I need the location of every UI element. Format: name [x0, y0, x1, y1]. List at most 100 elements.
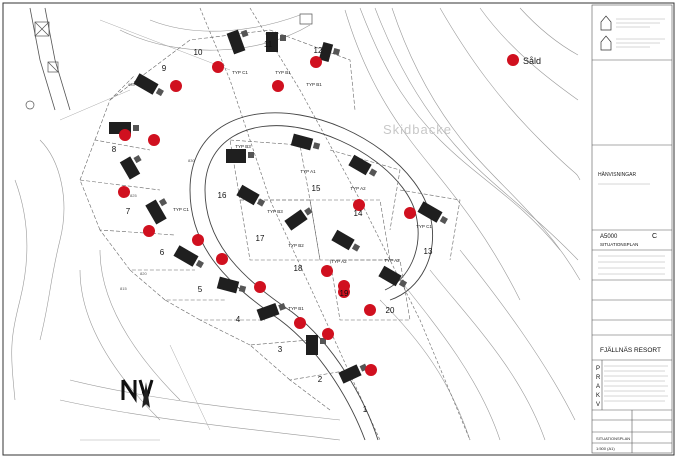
- house-type-label: TYP C1: [416, 224, 432, 229]
- elevation-label: 815: [120, 286, 127, 291]
- revision-letter-a: A: [596, 384, 600, 390]
- plot-number: 19: [340, 289, 349, 298]
- house: [318, 42, 341, 62]
- plot-number: 20: [386, 306, 395, 315]
- sold-markers: [118, 56, 416, 376]
- plot-number: 7: [126, 207, 131, 216]
- project-title: FJÄLLNÄS RESORT: [600, 346, 661, 354]
- house: [236, 184, 266, 207]
- house-type-label: TYP B1: [275, 70, 291, 75]
- sold-marker: [119, 129, 131, 141]
- plot-number: 9: [162, 64, 167, 73]
- house-type-label: TYP A2: [384, 258, 400, 263]
- house-type-labels: TYP C1 TYP B1 TYP B1 TYP C1 TYP B3 TYP A1 TYP …: [173, 70, 432, 311]
- house: [417, 201, 448, 225]
- house: [173, 245, 204, 269]
- plot-number: 16: [218, 191, 227, 200]
- sold-marker: [404, 207, 416, 219]
- plot-number: 12: [314, 46, 323, 55]
- plot-number: 3: [278, 345, 283, 354]
- drawing-title: SITUATIONSPLAN: [600, 242, 638, 247]
- plot-number: 10: [194, 48, 203, 57]
- sold-marker: [353, 199, 365, 211]
- house-type-label: TYP B3: [235, 144, 251, 149]
- plot-number: 6: [160, 248, 165, 257]
- plot-boundaries: [79, 29, 461, 411]
- house: [331, 229, 361, 252]
- title-block: [591, 4, 673, 454]
- sold-marker: [212, 61, 224, 73]
- plot-number: 4: [236, 315, 241, 324]
- house: [284, 207, 313, 231]
- sold-marker: [321, 265, 333, 277]
- revision-letter-k: K: [596, 393, 600, 399]
- house: [216, 276, 247, 294]
- sold-marker: [118, 186, 130, 198]
- house: [338, 363, 368, 384]
- legend-house-icons: [600, 15, 612, 51]
- plot-number: 5: [198, 285, 203, 294]
- legend-sold-marker: [507, 54, 519, 66]
- scale-label: 1:500 (A1): [596, 446, 615, 451]
- house-layer: [109, 29, 448, 384]
- plot-number: 2: [318, 375, 323, 384]
- house-type-label: TYP C1: [173, 207, 189, 212]
- house-type-label: TYP B2: [288, 243, 304, 248]
- elevation-label: 835: [128, 82, 135, 87]
- house: [348, 154, 378, 177]
- contour-lines: [11, 7, 581, 441]
- house-type-label: TYP C1: [232, 70, 248, 75]
- plot-number: 17: [256, 234, 265, 243]
- sold-marker: [364, 304, 376, 316]
- house-type-label: TYP B1: [306, 82, 322, 87]
- house-type-label: TYP A2: [331, 259, 347, 264]
- house: [290, 133, 321, 151]
- elevation-label: 825: [130, 193, 137, 198]
- ski-slope-label: Skidbacke: [383, 122, 452, 137]
- legend-heading: HÄNVISNINGAR: [598, 171, 636, 178]
- house: [378, 265, 408, 288]
- house: [145, 198, 168, 225]
- house: [226, 29, 249, 55]
- plot-number: 14: [354, 209, 363, 218]
- plot-number: 13: [424, 247, 433, 256]
- sold-marker: [272, 80, 284, 92]
- sold-marker: [254, 281, 266, 293]
- sold-marker: [322, 328, 334, 340]
- sold-marker: [192, 234, 204, 246]
- elevation-label: 820: [140, 271, 147, 276]
- plot-number: 18: [294, 264, 303, 273]
- house: [226, 149, 254, 163]
- sold-marker: [216, 253, 228, 265]
- north-arrow: [142, 382, 150, 408]
- house: [133, 73, 164, 97]
- house-type-label: TYP A1: [300, 169, 316, 174]
- house: [119, 154, 142, 180]
- plot-number: 15: [312, 184, 321, 193]
- house: [256, 302, 286, 322]
- sold-marker: [170, 80, 182, 92]
- plot-number: 11: [264, 40, 273, 49]
- legend-notes: [598, 18, 668, 402]
- footer-label: SITUATIONSPLAN: [596, 436, 630, 441]
- house-type-label: TYP A2: [350, 186, 366, 191]
- house: [306, 335, 326, 355]
- legend-sold-label: Såld: [523, 56, 541, 66]
- survey-lines: [59, 19, 231, 441]
- drawing-number: A5000: [600, 234, 618, 240]
- sold-marker: [338, 286, 350, 298]
- sold-marker: [365, 364, 377, 376]
- sold-marker: [143, 225, 155, 237]
- revision-letter-v: V: [596, 402, 600, 408]
- elevation-label: 830: [188, 158, 195, 163]
- house-type-label: TYP B1: [288, 306, 304, 311]
- plot-number: 8: [112, 145, 117, 154]
- plot-number: 1: [363, 405, 368, 414]
- sold-marker: [310, 56, 322, 68]
- revision-letter-p: P: [596, 366, 600, 372]
- sold-marker: [294, 317, 306, 329]
- access-road: [29, 7, 71, 111]
